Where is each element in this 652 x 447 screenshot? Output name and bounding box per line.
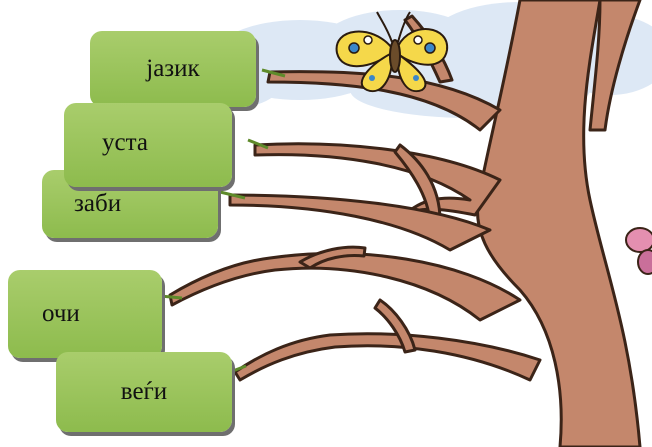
pink-flower-icon (625, 227, 652, 275)
word-card-usta[interactable]: уста (64, 103, 232, 187)
twig-tips (159, 68, 286, 374)
butterfly-icon (335, 11, 449, 93)
word-card-vegji[interactable]: веѓи (56, 352, 232, 432)
word-label-vegji: веѓи (120, 378, 168, 405)
word-label-jazik: јазик (146, 55, 200, 82)
word-label-usta: уста (102, 129, 148, 156)
word-label-zabi: заби (74, 190, 122, 217)
word-label-ochi: очи (42, 300, 80, 327)
tree-branches (168, 0, 642, 447)
word-card-ochi[interactable]: очи (8, 270, 162, 358)
word-card-jazik[interactable]: јазик (90, 31, 256, 107)
